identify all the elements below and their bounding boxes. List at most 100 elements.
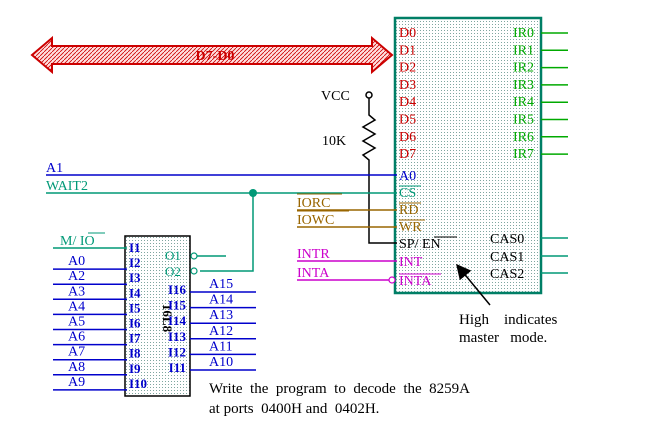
- decoder-pin-i12: I12: [168, 344, 186, 359]
- task-text: Write the program to decode the 8259A at…: [209, 381, 470, 417]
- vcc-label: VCC: [321, 89, 350, 104]
- addr-a2-label: A2: [68, 269, 85, 284]
- pin-d1: D1: [399, 43, 416, 58]
- decoder-pin-i16: I16: [168, 282, 187, 297]
- pin-ir3: IR3: [513, 78, 534, 93]
- note-line-2: master mode.: [459, 330, 547, 346]
- decoder-pin-i11: I11: [169, 360, 186, 375]
- resistor: [361, 98, 397, 244]
- addr-a0-label: A0: [68, 254, 85, 269]
- pin-ir4: IR4: [513, 95, 534, 110]
- note-arrow: [456, 263, 491, 306]
- pin-ir0: IR0: [513, 26, 534, 41]
- inta-inversion-bubble: [388, 276, 396, 284]
- bus-label: D7-D0: [196, 49, 235, 64]
- decoder-name: 16L8: [160, 304, 175, 333]
- addr-a3-label: A3: [68, 284, 85, 299]
- pin-wr: WR: [399, 220, 422, 235]
- pin-ir6: IR6: [513, 130, 534, 145]
- o2-bubble: [190, 267, 198, 275]
- decoder-pin-i1: I1: [129, 240, 141, 255]
- addr-a12-label: A12: [209, 324, 233, 339]
- io-control-signals: IORC IOWC: [297, 193, 397, 228]
- decoder-pin-i5: I5: [129, 300, 141, 315]
- a1-signal: A1: [46, 161, 397, 176]
- pin-sp-en: SP/ EN: [399, 237, 441, 252]
- pin-cas0: CAS0: [490, 232, 524, 247]
- interrupt-signals: INTR INTA: [297, 247, 397, 284]
- decoder-pin-i13: I13: [168, 329, 187, 344]
- addr-a9-label: A9: [68, 375, 85, 390]
- pin-cas1: CAS1: [490, 250, 524, 265]
- cs-signal: WAIT2: [46, 179, 397, 272]
- addr-a10-label: A10: [209, 355, 233, 370]
- pin-d5: D5: [399, 113, 416, 128]
- decoder-pin-i9: I9: [129, 361, 141, 376]
- cas-lines: [541, 237, 568, 274]
- task-line-2: at ports 0400H and 0402H.: [209, 401, 379, 417]
- decoder-16l8: 16L8 I1I2A0I3A2I4A3I5A4I6A5I7A6I8A7I9A8I…: [53, 232, 256, 397]
- pin-d0: D0: [399, 26, 416, 41]
- pin-cs: CS: [399, 186, 416, 201]
- decoder-pin-i10: I10: [129, 376, 147, 391]
- output-o2: O2: [165, 264, 181, 279]
- wait2-label: WAIT2: [46, 179, 88, 194]
- decoder-pin-i6: I6: [129, 316, 141, 331]
- decoder-outputs: O1 O2: [165, 248, 226, 279]
- a1-label: A1: [46, 161, 63, 176]
- addr-a15-label: A15: [209, 277, 233, 292]
- addr-a4-label: A4: [68, 299, 85, 314]
- pin-ir5: IR5: [513, 113, 534, 128]
- pin-cas2: CAS2: [490, 267, 524, 282]
- pin-int: INT: [399, 255, 423, 270]
- pin-d3: D3: [399, 78, 416, 93]
- decoder-pin-i4: I4: [129, 285, 141, 300]
- pin-d2: D2: [399, 61, 416, 76]
- master-mode-note: High indicates master mode.: [456, 263, 557, 346]
- decoder-pin-i2: I2: [129, 255, 141, 270]
- decoder-pin-i15: I15: [168, 298, 187, 313]
- decoder-pin-i14: I14: [168, 313, 187, 328]
- resistor-label: 10K: [322, 134, 346, 149]
- pin-ir2: IR2: [513, 61, 534, 76]
- iowc-label: IOWC: [297, 213, 334, 228]
- data-bus: D7-D0: [30, 35, 394, 75]
- decoder-body: [124, 235, 191, 397]
- task-line-1: Write the program to decode the 8259A: [209, 381, 470, 397]
- output-o1: O1: [165, 248, 181, 263]
- pin-d4: D4: [399, 95, 416, 110]
- decoder-pin-i8: I8: [129, 346, 141, 361]
- inta-label: INTA: [297, 266, 330, 281]
- addr-a6-label: A6: [68, 330, 85, 345]
- pin-ir1: IR1: [513, 43, 534, 58]
- o1-bubble: [190, 252, 198, 260]
- note-line-1: High indicates: [459, 312, 557, 328]
- pin-d7: D7: [399, 147, 416, 162]
- addr-a5-label: A5: [68, 315, 85, 330]
- pin-d6: D6: [399, 130, 416, 145]
- pin-inta: INTA: [399, 274, 432, 289]
- pullup-network: VCC 10K: [321, 89, 397, 244]
- decoder-pin-i3: I3: [129, 270, 141, 285]
- addr-a8-label: A8: [68, 360, 85, 375]
- intr-label: INTR: [297, 247, 330, 262]
- mio-label: M/ IO: [60, 234, 95, 249]
- addr-a14-label: A14: [209, 293, 233, 308]
- addr-a11-label: A11: [209, 339, 233, 354]
- pin-a0: A0: [399, 169, 416, 184]
- addr-a7-label: A7: [68, 345, 85, 360]
- chip-8259-body: [393, 16, 543, 295]
- pin-ir7: IR7: [513, 147, 534, 162]
- addr-a13-label: A13: [209, 308, 233, 323]
- bus-arrow: [30, 35, 394, 75]
- vcc-terminal: [365, 91, 373, 99]
- iorc-label: IORC: [297, 196, 330, 211]
- decoder-pin-i7: I7: [129, 331, 141, 346]
